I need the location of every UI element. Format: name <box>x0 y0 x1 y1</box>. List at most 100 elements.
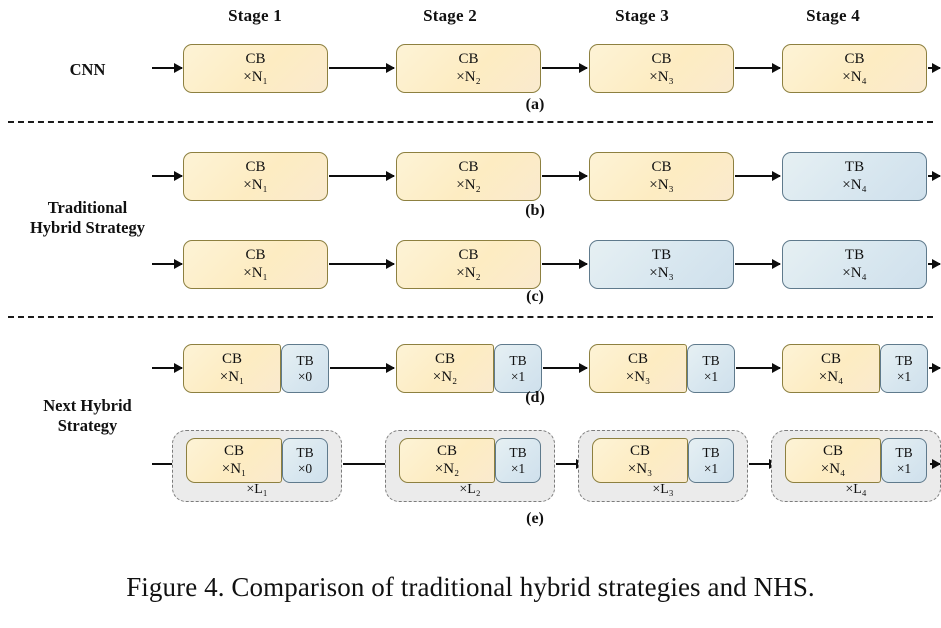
row-label-cnn-line1: CNN <box>69 60 106 79</box>
stage-header-4: Stage 4 <box>806 6 860 25</box>
stage-header-3: Stage 3 <box>615 6 669 25</box>
sub-label-b: (b) <box>525 202 545 219</box>
block-d-stage2-cb-name: CB <box>434 350 455 367</box>
block-b-stage1-cb-name: CB <box>245 158 266 175</box>
row-c: CB ×N₁ CB ×N₂ TB ×N₃ TB ×N₄ <box>0 240 941 290</box>
row-a: CB ×N₁ CB ×N₂ CB ×N₃ CB ×N₄ <box>0 44 941 94</box>
block-a-stage2-cb-count: ×N₂ <box>456 68 481 85</box>
block-d-stage2-cb: CB ×N₂ <box>396 344 494 393</box>
block-e-stage2-tb-count: ×1 <box>510 460 526 476</box>
block-e-stage1-tb: TB ×0 <box>282 438 328 483</box>
arrow-b-2-3 <box>542 171 588 181</box>
block-a-stage1-cb-name: CB <box>245 50 266 67</box>
block-d-stage4-cb: CB ×N₄ <box>782 344 880 393</box>
arrow-b-1-2 <box>329 171 395 181</box>
block-d-stage4-cb-name: CB <box>820 350 841 367</box>
block-d-stage1-cb: CB ×N₁ <box>183 344 281 393</box>
block-c-stage3-tb-name: TB <box>651 246 672 263</box>
row-label-next-hybrid-strategy: Next Hybrid Strategy <box>0 396 175 436</box>
block-b-stage2-cb: CB ×N₂ <box>396 152 541 201</box>
block-d-stage3-tb-name: TB <box>702 352 720 368</box>
arrow-in-b <box>152 171 183 181</box>
block-c-stage2-cb: CB ×N₂ <box>396 240 541 289</box>
stage-header-2: Stage 2 <box>423 6 477 25</box>
arrow-c-1-2 <box>329 259 395 269</box>
block-e-stage2-cb-name: CB <box>436 442 457 459</box>
arrow-a-1-2 <box>329 63 395 73</box>
row-d: CB ×N₁ TB ×0 CB ×N₂ TB ×1 CB ×N₃ TB ×1 <box>0 344 941 394</box>
block-d-stage1-tb-count: ×0 <box>297 368 313 384</box>
block-a-stage3-cb-count: ×N₃ <box>649 68 674 85</box>
block-c-stage1-cb: CB ×N₁ <box>183 240 328 289</box>
sub-label-d: (d) <box>525 389 545 406</box>
block-d-stage2-cb-count: ×N₂ <box>432 368 458 385</box>
block-e-stage2-cb: CB ×N₂ <box>399 438 495 483</box>
block-d-stage1-cb-name: CB <box>221 350 242 367</box>
row-label-next-line2: Strategy <box>57 416 118 436</box>
block-e-stage4-cb-name: CB <box>822 442 843 459</box>
block-d-stage2-tb-name: TB <box>509 352 527 368</box>
block-e-stage4-cb-count: ×N₄ <box>820 460 846 477</box>
block-e-stage1-cb: CB ×N₁ <box>186 438 282 483</box>
block-e-stage1-cb-count: ×N₁ <box>221 460 247 477</box>
block-b-stage4-tb: TB ×N₄ <box>782 152 927 201</box>
block-e-stage3-cb-count: ×N₃ <box>627 460 653 477</box>
block-a-stage4-cb: CB ×N₄ <box>782 44 927 93</box>
block-c-stage2-cb-name: CB <box>458 246 479 263</box>
group-e-stage3-label: ×L₃ <box>652 482 674 497</box>
sub-label-c: (c) <box>526 288 544 305</box>
block-d-stage1-tb-name: TB <box>296 352 314 368</box>
block-a-stage4-cb-count: ×N₄ <box>842 68 867 85</box>
block-d-stage3-cb: CB ×N₃ <box>589 344 687 393</box>
block-e-stage4-tb-name: TB <box>895 444 913 460</box>
row-label-traditional-hybrid-strategy: Traditional Hybrid Strategy <box>0 198 175 238</box>
stage-header-row: Stage 1 Stage 2 Stage 3 Stage 4 <box>0 6 941 34</box>
block-d-stage3-cb-name: CB <box>627 350 648 367</box>
separator-line-1 <box>8 121 933 123</box>
block-e-stage1-tb-count: ×0 <box>297 460 313 476</box>
arrow-c-3-4 <box>735 259 781 269</box>
row-label-next-line1: Next Hybrid <box>43 396 132 415</box>
block-b-stage4-tb-name: TB <box>844 158 865 175</box>
block-b-stage3-cb-name: CB <box>651 158 672 175</box>
block-b-stage1-cb: CB ×N₁ <box>183 152 328 201</box>
block-d-stage2-tb-count: ×1 <box>510 368 526 384</box>
block-c-stage4-tb-name: TB <box>844 246 865 263</box>
block-e-stage3-cb: CB ×N₃ <box>592 438 688 483</box>
arrow-d-2-3 <box>543 363 588 373</box>
block-e-stage3-tb-name: TB <box>702 444 720 460</box>
group-e-stage2-label: ×L₂ <box>459 482 481 497</box>
row-e: ×L₁ CB ×N₁ TB ×0 ×L₂ CB ×N₂ TB ×1 ×L₃ CB <box>0 430 941 502</box>
block-a-stage2-cb: CB ×N₂ <box>396 44 541 93</box>
arrow-in-c <box>152 259 183 269</box>
group-e-stage4-label: ×L₄ <box>845 482 867 497</box>
block-b-stage1-cb-count: ×N₁ <box>243 176 268 193</box>
block-c-stage2-cb-count: ×N₂ <box>456 264 481 281</box>
row-label-traditional-line2: Hybrid Strategy <box>29 218 146 238</box>
block-d-stage4-tb-count: ×1 <box>896 368 912 384</box>
block-e-stage1-cb-name: CB <box>223 442 244 459</box>
block-d-stage3-cb-count: ×N₃ <box>625 368 651 385</box>
block-b-stage2-cb-name: CB <box>458 158 479 175</box>
block-b-stage2-cb-count: ×N₂ <box>456 176 481 193</box>
arrow-out-a <box>928 63 941 73</box>
block-e-stage4-tb: TB ×1 <box>881 438 927 483</box>
arrow-d-1-2 <box>330 363 395 373</box>
block-d-stage3-tb-count: ×1 <box>703 368 719 384</box>
arrow-in-a <box>152 63 183 73</box>
block-e-stage2-tb-name: TB <box>509 444 527 460</box>
block-c-stage4-tb: TB ×N₄ <box>782 240 927 289</box>
block-e-stage2-cb-count: ×N₂ <box>434 460 460 477</box>
block-c-stage1-cb-name: CB <box>245 246 266 263</box>
separator-line-2 <box>8 316 933 318</box>
block-a-stage1-cb-count: ×N₁ <box>243 68 268 85</box>
block-a-stage4-cb-name: CB <box>844 50 865 67</box>
figure-caption: Figure 4. Comparison of traditional hybr… <box>126 572 815 602</box>
block-d-stage3-tb: TB ×1 <box>687 344 735 393</box>
arrow-a-2-3 <box>542 63 588 73</box>
sub-label-a: (a) <box>525 96 545 113</box>
block-b-stage4-tb-count: ×N₄ <box>842 176 867 193</box>
block-c-stage3-tb-count: ×N₃ <box>649 264 674 281</box>
row-b: CB ×N₁ CB ×N₂ CB ×N₃ TB ×N₄ <box>0 152 941 202</box>
block-e-stage4-tb-count: ×1 <box>896 460 912 476</box>
